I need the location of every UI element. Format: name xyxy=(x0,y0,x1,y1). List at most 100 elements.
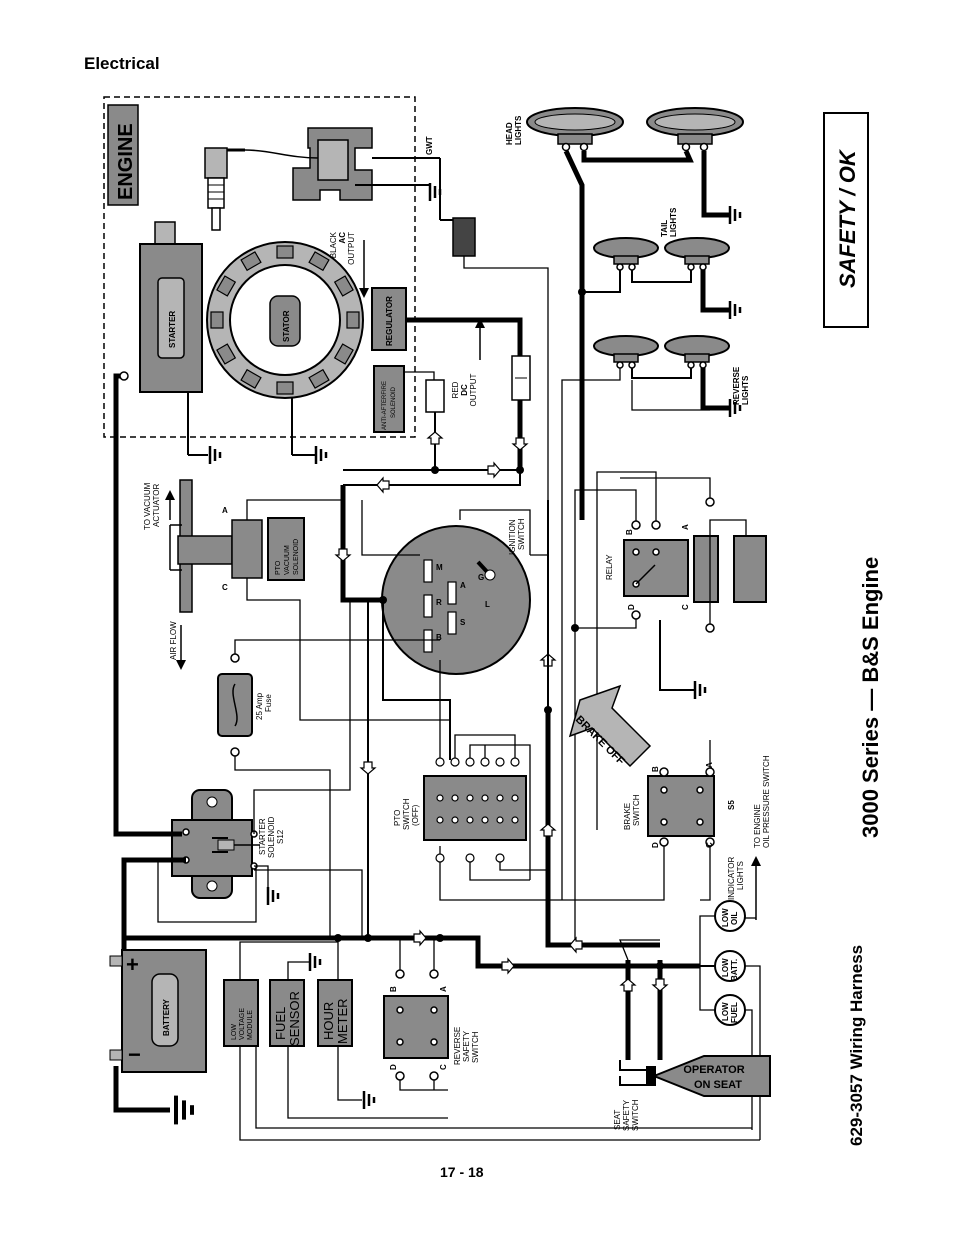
pto-switch-label-1: PTO xyxy=(393,810,402,826)
svg-text:G: G xyxy=(478,573,484,582)
svg-text:SENSOR: SENSOR xyxy=(287,991,302,1046)
svg-text:C: C xyxy=(439,1064,448,1070)
red-dc-label-3: OUTPUT xyxy=(469,373,478,406)
svg-text:LOW: LOW xyxy=(721,1002,730,1021)
svg-text:M: M xyxy=(436,563,443,572)
svg-text:FUEL: FUEL xyxy=(730,1002,739,1023)
brake-switch[interactable]: B A D C xyxy=(647,762,715,848)
regulator: REGULATOR xyxy=(371,287,407,351)
svg-text:ANTI-AFTERFIRE: ANTI-AFTERFIRE xyxy=(382,381,388,430)
svg-text:S: S xyxy=(460,618,466,627)
low-fuel-light: LOW FUEL xyxy=(714,994,746,1026)
red-dc-label-1: RED xyxy=(451,381,460,398)
pto-vacuum-solenoid: PTO VACUUM SOLENOID xyxy=(267,517,305,581)
to-vacuum-label-2: ACTUATOR xyxy=(152,484,161,527)
svg-text:B: B xyxy=(389,986,398,992)
svg-text:C: C xyxy=(705,842,714,848)
gwt-connector xyxy=(452,217,476,257)
section-header: Electrical xyxy=(84,54,160,73)
inline-connector-1 xyxy=(425,379,445,413)
engine-title: ENGINE xyxy=(107,104,139,206)
head-lights-label-1: HEAD xyxy=(505,122,514,145)
ignition-switch[interactable]: M R B A S L G xyxy=(381,525,531,675)
low-batt-light: LOW BATT. xyxy=(714,950,746,982)
fuel-sensor: FUEL SENSOR xyxy=(269,979,305,1047)
reverse-lights-label-2: LIGHTS xyxy=(741,375,750,405)
harness-title: 629-3057 Wiring Harness xyxy=(847,945,866,1146)
pto-switch-label-3: (OFF) xyxy=(411,804,420,826)
head-lights-label-2: LIGHTS xyxy=(514,115,523,145)
reverse-safety-label-1: REVERSE xyxy=(453,1027,462,1065)
svg-text:A: A xyxy=(439,986,448,992)
svg-text:B: B xyxy=(651,766,660,772)
seat-safety-label-1: SEAT xyxy=(613,1110,622,1130)
to-vacuum-label-1: TO VACUUM xyxy=(143,482,152,530)
svg-text:L: L xyxy=(485,600,490,609)
air-flow-label: AIR FLOW xyxy=(169,621,178,660)
stator: STATOR xyxy=(206,241,364,399)
red-dc-label-2: DC xyxy=(460,384,469,396)
head-light-1 xyxy=(526,107,624,152)
starter-solenoid-label-3: S12 xyxy=(276,829,285,844)
svg-text:B: B xyxy=(625,529,634,535)
seat-safety-label-3: SWITCH xyxy=(631,1099,640,1131)
svg-text:STATOR: STATOR xyxy=(282,310,291,342)
pto-sol-term-c: C xyxy=(222,583,228,592)
fuse-25amp xyxy=(217,653,253,757)
black-ac-label-1: BLACK xyxy=(329,231,338,258)
reverse-safety-label-2: SAFETY xyxy=(462,1030,471,1062)
pto-sol-term-a: A xyxy=(222,506,228,515)
svg-text:VOLTAGE: VOLTAGE xyxy=(239,1008,246,1040)
svg-text:VACUUM: VACUUM xyxy=(284,545,291,575)
svg-text:BATT.: BATT. xyxy=(730,959,739,981)
hour-meter: HOUR METER xyxy=(317,979,353,1047)
svg-text:D: D xyxy=(627,604,636,610)
svg-text:D: D xyxy=(651,842,660,848)
black-ac-label-3: OUTPUT xyxy=(347,232,356,265)
fuse-label-2: Fuse xyxy=(264,694,273,712)
tail-light-1 xyxy=(593,237,659,271)
svg-text:STARTER: STARTER xyxy=(168,311,177,348)
spark-plug xyxy=(204,147,245,231)
svg-text:+: + xyxy=(126,952,139,977)
svg-text:SOLENOID: SOLENOID xyxy=(391,386,397,418)
reverse-safety-switch[interactable]: B A D C xyxy=(383,969,449,1081)
starter-solenoid-label-1: STARTER xyxy=(258,818,267,855)
svg-text:OPERATOR: OPERATOR xyxy=(683,1064,744,1076)
oil-pressure-label-1: TO ENGINE xyxy=(753,804,762,848)
low-oil-light: LOW OIL xyxy=(714,900,746,932)
low-voltage-module: LOW VOLTAGE MODULE xyxy=(223,979,259,1047)
fuse-label-1: 25 Amp xyxy=(255,692,264,720)
svg-text:−: − xyxy=(128,1042,141,1067)
reverse-safety-label-3: SWITCH xyxy=(471,1031,480,1063)
svg-text:METER: METER xyxy=(335,999,350,1045)
svg-text:ENGINE: ENGINE xyxy=(115,123,137,200)
seat-safety-switch[interactable] xyxy=(619,1060,656,1086)
svg-text:PTO: PTO xyxy=(275,560,282,575)
svg-text:LOW: LOW xyxy=(721,908,730,927)
reverse-light-1 xyxy=(593,335,659,369)
starter-solenoid-label-2: SOLENOID xyxy=(267,816,276,858)
svg-text:SAFETY / OK: SAFETY / OK xyxy=(835,148,860,288)
pto-switch-label-2: SWITCH xyxy=(402,798,411,830)
indicator-lights-label-1: INDICATOR xyxy=(727,857,736,900)
svg-text:A: A xyxy=(460,581,466,590)
operator-on-seat: OPERATOR ON SEAT xyxy=(651,1055,771,1097)
battery: BATTERY + − xyxy=(109,949,207,1073)
svg-text:BATTERY: BATTERY xyxy=(162,998,171,1036)
engine-boundary xyxy=(103,96,416,438)
anti-afterfire-solenoid: ANTI-AFTERFIRE SOLENOID xyxy=(373,365,405,433)
brake-switch-label-1: BRAKE xyxy=(623,803,632,830)
main-title: 3000 Series — B&S Engine xyxy=(858,557,883,838)
svg-text:C: C xyxy=(681,604,690,610)
svg-text:HOUR: HOUR xyxy=(321,1002,336,1040)
relay: B A D C xyxy=(623,520,767,633)
svg-text:MODULE: MODULE xyxy=(247,1010,254,1040)
svg-text:A: A xyxy=(681,524,690,530)
pto-switch[interactable] xyxy=(423,757,527,863)
starter-solenoid xyxy=(171,789,260,899)
svg-text:SOLENOID: SOLENOID xyxy=(293,539,300,575)
ignition-coil xyxy=(244,127,442,203)
